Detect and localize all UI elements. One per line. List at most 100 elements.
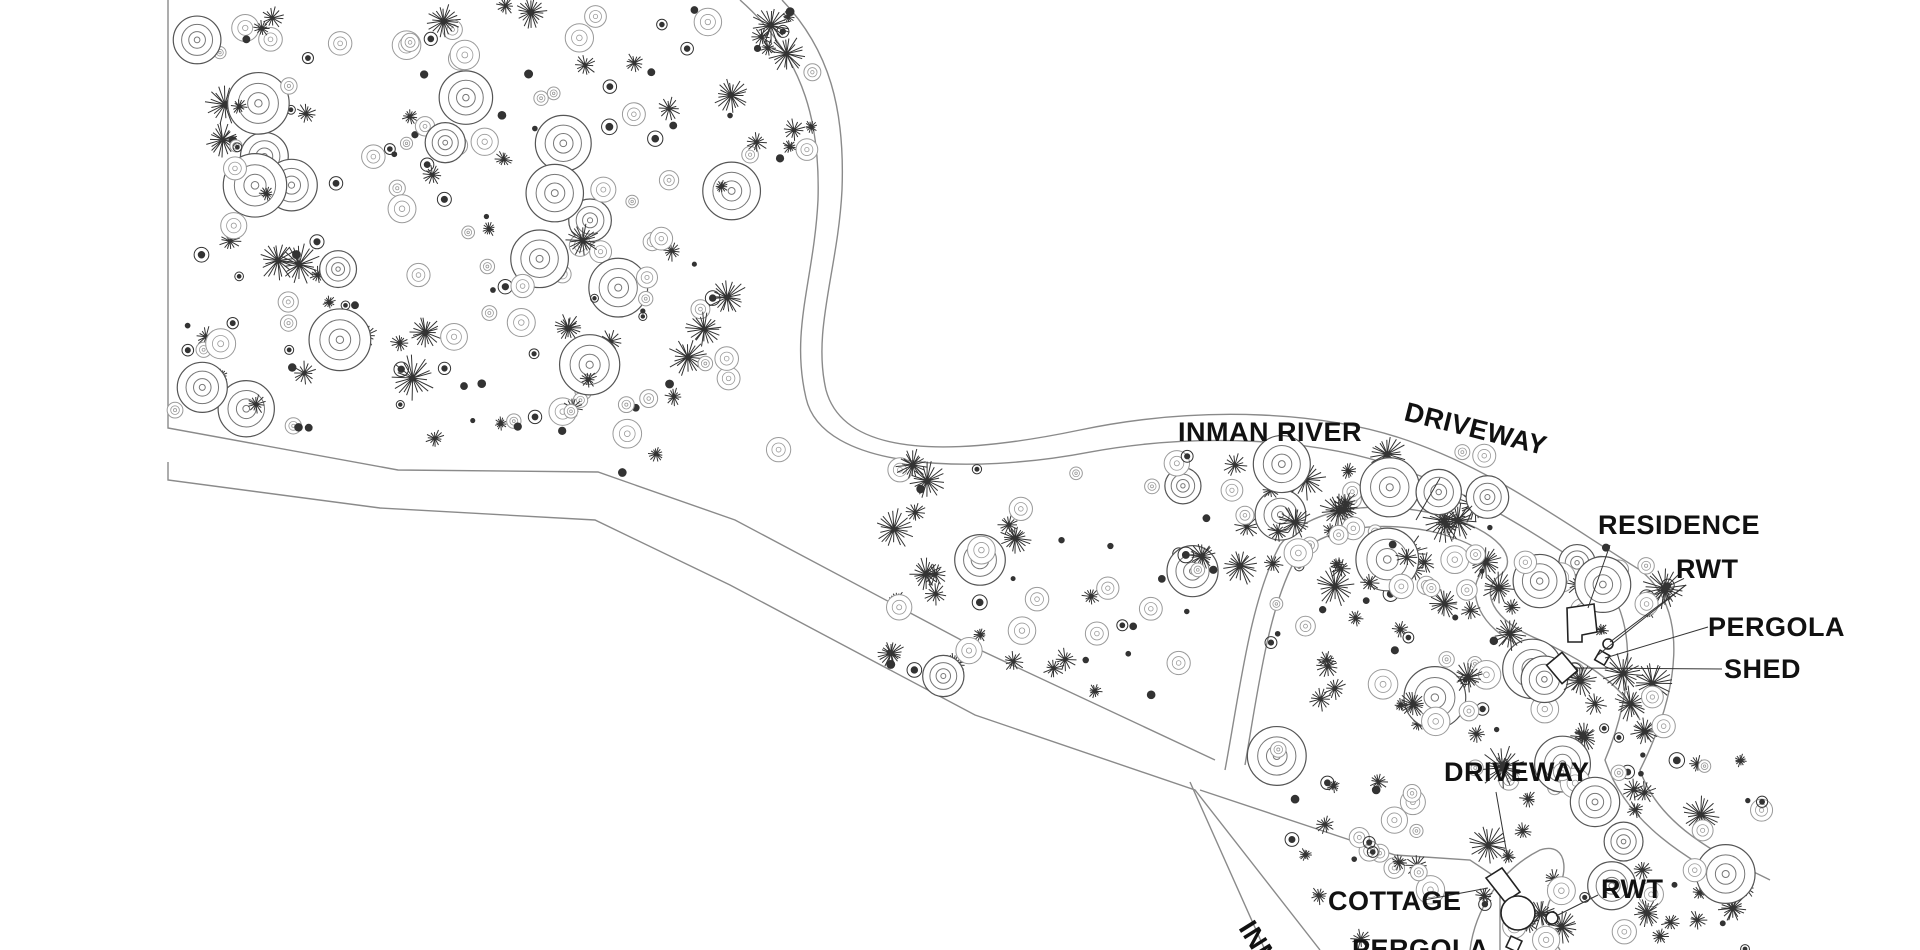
- leader-residence: [1587, 544, 1611, 609]
- shrub-icon: [649, 226, 674, 251]
- shrub-icon: [1532, 925, 1561, 950]
- grass-tuft-icon: [905, 502, 926, 521]
- grass-tuft-icon: [1435, 515, 1457, 534]
- shrub-icon: [532, 125, 538, 132]
- rose-shrub-icon: [234, 271, 244, 282]
- shrub-icon: [223, 156, 247, 181]
- tree-canopy-icon: [217, 380, 275, 438]
- palm-icon: [260, 244, 298, 281]
- grass-tuft-icon: [1416, 552, 1435, 573]
- palm-icon: [714, 78, 748, 113]
- shrub-icon: [1007, 616, 1037, 645]
- tree-canopy-icon: [424, 122, 466, 164]
- palm-icon: [1000, 526, 1032, 554]
- shrub-icon: [558, 426, 567, 435]
- grass-tuft-icon: [322, 295, 336, 309]
- shrub-icon: [351, 301, 359, 310]
- tree-canopy-icon: [1252, 434, 1311, 494]
- shrub-icon: [258, 27, 283, 52]
- shrub-icon: [1295, 615, 1316, 637]
- shrub-icon: [1651, 714, 1676, 739]
- grass-tuft-icon: [482, 221, 495, 236]
- grass-tuft-icon: [1043, 659, 1065, 678]
- grass-tuft-icon: [1391, 854, 1407, 871]
- palm-icon: [1316, 567, 1355, 607]
- shrub-icon: [361, 144, 386, 169]
- shrub-icon: [693, 7, 723, 37]
- rose-shrub-icon: [647, 130, 664, 147]
- shrub-icon: [625, 194, 639, 209]
- shrub-icon: [665, 379, 674, 389]
- grass-tuft-icon: [294, 360, 316, 385]
- shrub-icon: [1362, 597, 1370, 605]
- grass-tuft-icon: [496, 0, 513, 15]
- tree-canopy-icon: [534, 114, 592, 172]
- shrub-icon: [1163, 450, 1191, 477]
- grass-tuft-icon: [715, 179, 728, 193]
- shrub-icon: [1388, 573, 1415, 600]
- shrub-icon: [1546, 876, 1576, 906]
- grass-tuft-icon: [1089, 684, 1103, 699]
- shrub-icon: [564, 23, 595, 53]
- shrub-icon: [1269, 597, 1284, 611]
- shrub-icon: [1220, 478, 1244, 502]
- shrub-icon: [1409, 823, 1424, 838]
- palm-icon: [1614, 685, 1645, 722]
- shrub-icon: [916, 484, 925, 494]
- road-upper-edge: [167, 462, 1321, 950]
- rose-shrub-icon: [906, 662, 923, 678]
- shrub-icon: [1125, 650, 1132, 657]
- grass-tuft-icon: [1627, 801, 1644, 819]
- shrub-icon: [1380, 806, 1409, 834]
- shrub-icon: [563, 403, 579, 419]
- shrub-icon: [714, 346, 739, 371]
- palm-icon: [206, 122, 238, 158]
- rose-shrub-icon: [1362, 835, 1376, 849]
- grass-tuft-icon: [1395, 547, 1418, 567]
- grass-tuft-icon: [658, 96, 680, 121]
- rose-shrub-icon: [1402, 631, 1415, 644]
- grass-tuft-icon: [1081, 589, 1100, 605]
- grass-tuft-icon: [1348, 610, 1364, 627]
- shrub-icon: [470, 417, 476, 424]
- shrub-icon: [617, 468, 627, 477]
- grass-tuft-icon: [1341, 462, 1357, 479]
- shed-footprint: [1545, 651, 1579, 685]
- grass-tuft-icon: [1501, 849, 1516, 864]
- rose-shrub-icon: [1264, 636, 1278, 650]
- grass-tuft-icon: [422, 165, 442, 185]
- grass-tuft-icon: [230, 99, 248, 114]
- shrub-icon: [327, 31, 353, 56]
- shrub-icon: [1069, 466, 1083, 481]
- shrub-icon: [1146, 690, 1156, 700]
- label-rwt-south: RWT: [1601, 874, 1664, 904]
- grass-tuft-icon: [626, 53, 643, 73]
- residence-footprint: [1566, 603, 1598, 643]
- rose-shrub-icon: [971, 464, 983, 475]
- shrub-icon: [242, 35, 251, 44]
- palm-icon: [565, 223, 599, 256]
- shrub-icon: [1096, 576, 1120, 600]
- shrub-icon: [1283, 538, 1314, 568]
- cottage-round-wing: [1500, 895, 1536, 931]
- grass-tuft-icon: [1329, 558, 1345, 572]
- shrub-icon: [231, 13, 260, 42]
- shrub-icon: [1471, 659, 1502, 690]
- label-cottage: COTTAGE: [1328, 886, 1462, 916]
- rose-shrub-icon: [395, 400, 405, 410]
- palm-icon: [391, 354, 434, 401]
- rose-shrub-icon: [1740, 944, 1750, 950]
- rose-shrub-icon: [527, 409, 543, 425]
- palm-icon: [1494, 619, 1527, 651]
- rose-shrub-icon: [1613, 732, 1625, 743]
- rose-shrub-icon: [340, 300, 351, 311]
- tree-canopy-icon: [588, 257, 649, 318]
- shrub-icon: [1454, 444, 1471, 461]
- tree-canopy-icon: [525, 163, 585, 223]
- rose-shrub-icon: [193, 246, 210, 263]
- grass-tuft-icon: [1652, 928, 1669, 944]
- tree-canopy-icon: [227, 71, 290, 135]
- rose-shrub-icon: [1284, 832, 1300, 847]
- shrub-icon: [640, 308, 646, 314]
- palm-icon: [768, 37, 806, 71]
